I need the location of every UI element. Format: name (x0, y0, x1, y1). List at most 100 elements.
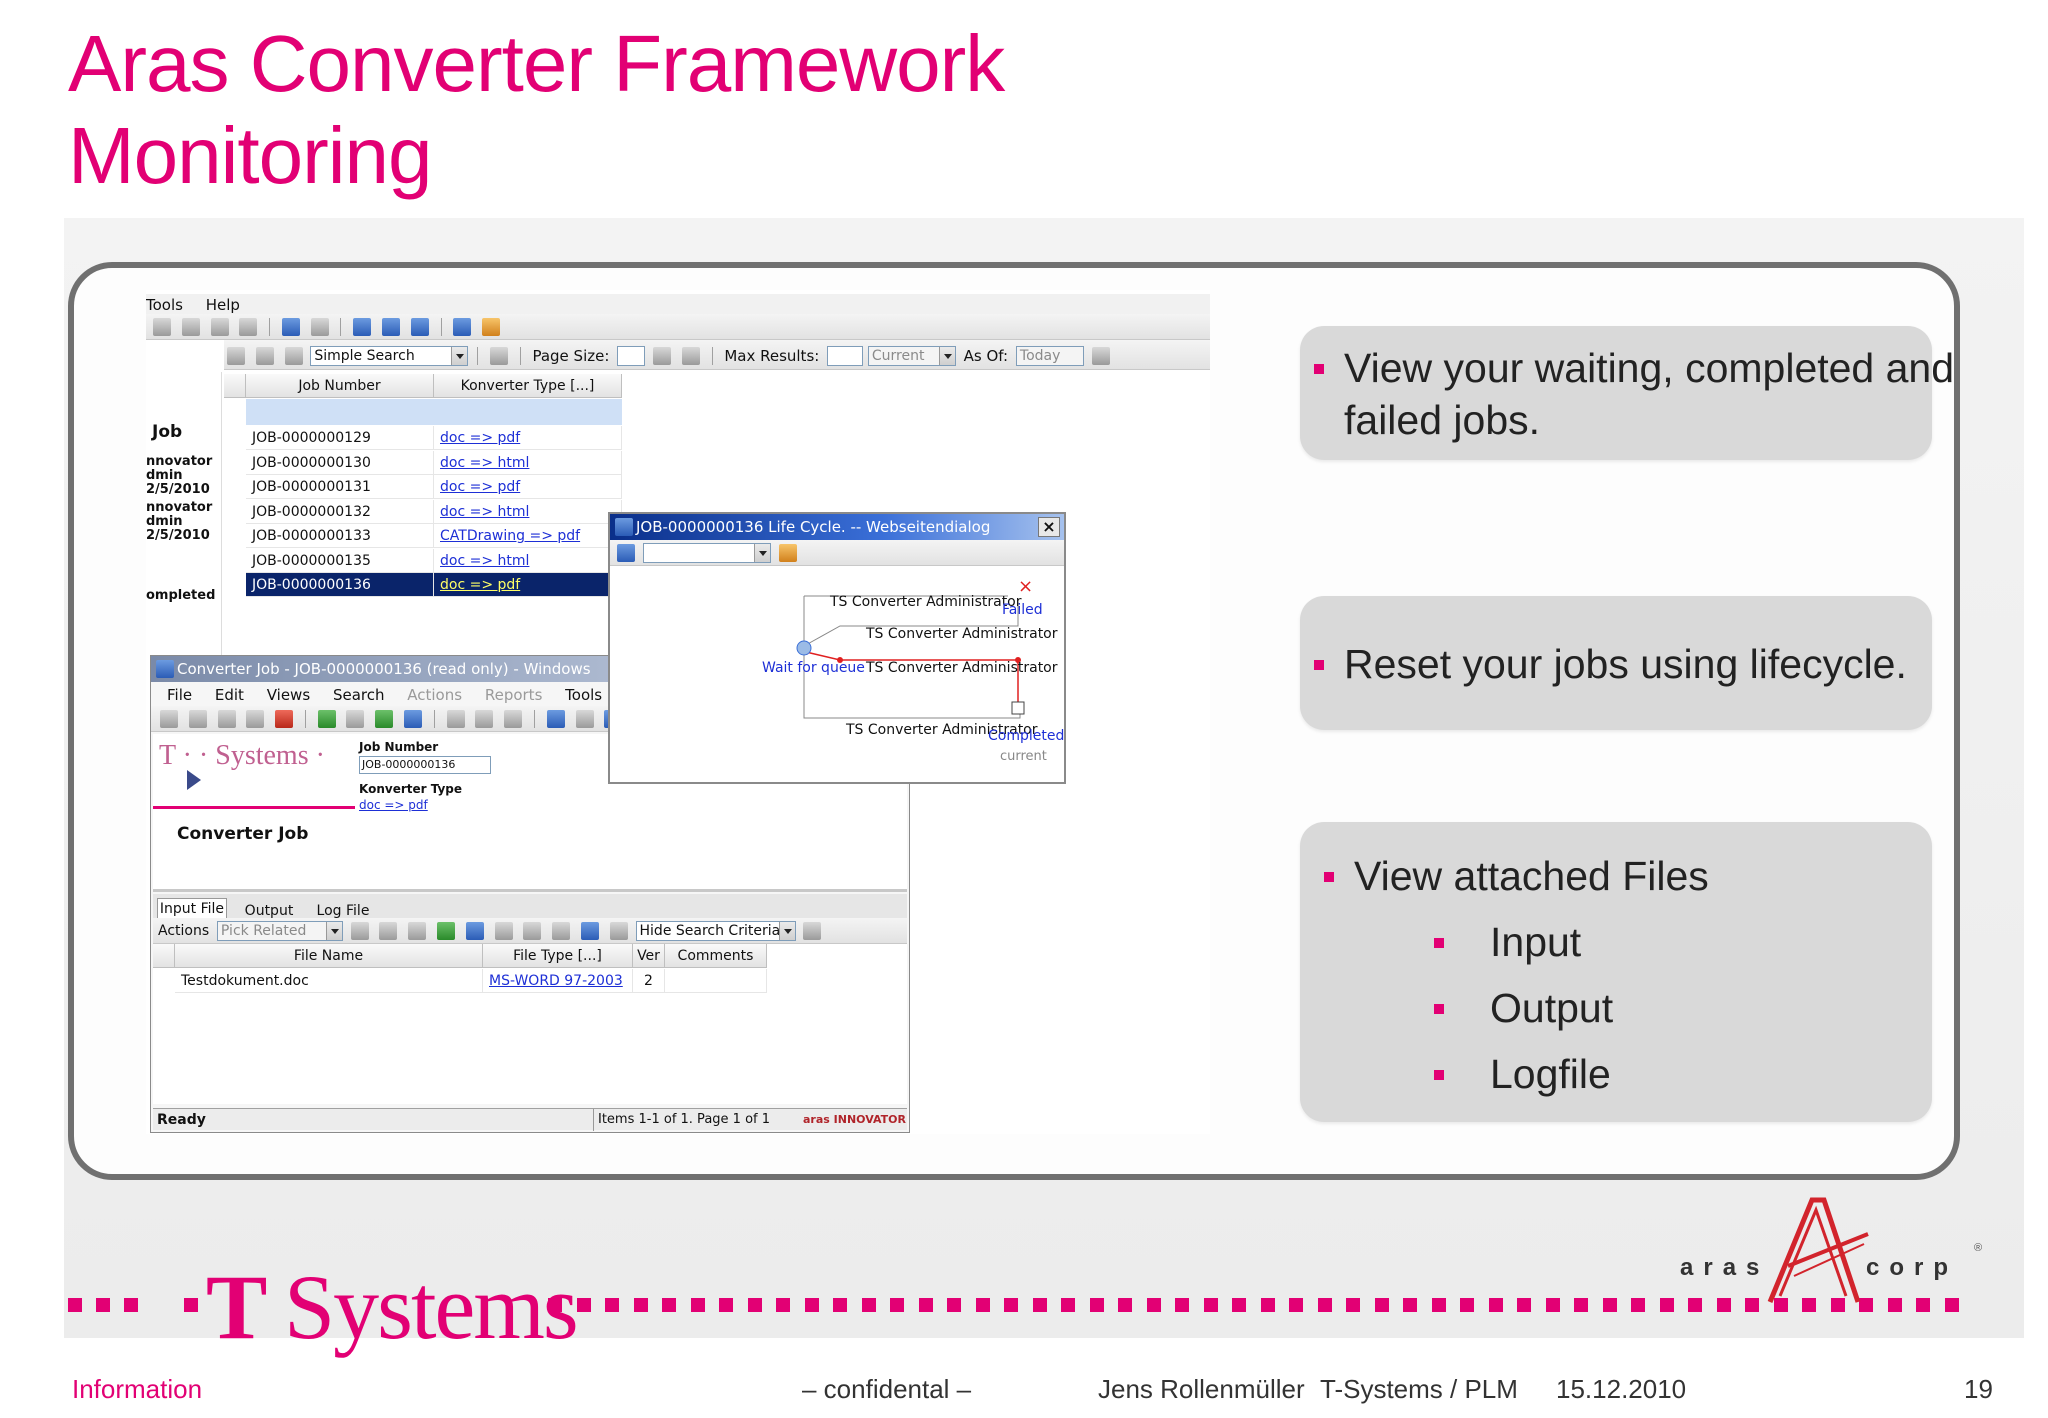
pick-related-select[interactable]: Pick Related (216, 921, 343, 941)
undo-icon[interactable] (504, 710, 523, 728)
clear-search-icon[interactable] (255, 347, 274, 365)
exit-icon[interactable] (482, 318, 501, 336)
menu-reports[interactable]: Reports (484, 686, 543, 704)
search-icon[interactable] (227, 347, 245, 365)
state-completed-label[interactable]: Completed (988, 728, 1064, 744)
state-wait-label[interactable]: Wait for queue (762, 660, 865, 676)
hide-search-select[interactable]: Hide Search Criteria (635, 921, 796, 941)
save-icon[interactable] (239, 318, 258, 336)
new-icon[interactable] (181, 318, 200, 336)
view-toggle-icon[interactable] (382, 318, 401, 336)
version-cell[interactable]: 2 (633, 969, 665, 993)
excel-icon[interactable] (437, 922, 456, 940)
column-header-job-number[interactable]: Job Number (246, 374, 434, 398)
word-icon[interactable] (465, 922, 484, 940)
table-row[interactable]: JOB-0000000136 doc => pdf (246, 573, 622, 597)
tab-log-file[interactable]: Log File (316, 903, 370, 918)
unlock-icon[interactable] (475, 710, 494, 728)
column-header-file-name[interactable]: File Name (175, 944, 483, 968)
as-of-input[interactable]: Today (1015, 346, 1084, 366)
file-name-cell[interactable]: Testdokument.doc (175, 969, 483, 993)
calendar-icon[interactable] (1091, 347, 1110, 365)
delete-icon[interactable] (275, 710, 294, 728)
print-icon[interactable] (310, 318, 329, 336)
state-failed-label[interactable]: Failed (1002, 602, 1043, 618)
max-results-input[interactable] (827, 346, 864, 366)
failed-state-icon[interactable]: × (1018, 576, 1033, 597)
version-select[interactable]: Current (867, 346, 956, 366)
promote-icon[interactable] (778, 544, 797, 562)
unlock-icon[interactable] (523, 922, 542, 940)
menu-help[interactable]: Help (205, 296, 240, 314)
completed-state-icon[interactable] (1011, 701, 1025, 715)
column-header-file-type[interactable]: File Type [...] (483, 944, 633, 968)
refresh-icon[interactable] (317, 710, 336, 728)
navigate-icon[interactable] (281, 318, 300, 336)
transition-select[interactable] (642, 543, 771, 563)
menu-search[interactable]: Search (332, 686, 385, 704)
view-toggle-2-icon[interactable] (410, 318, 429, 336)
konverter-type-link[interactable]: doc => pdf (440, 430, 521, 446)
print-icon[interactable] (346, 710, 365, 728)
search-criteria-row[interactable] (246, 399, 622, 425)
menu-tools[interactable]: Tools (565, 686, 603, 704)
job-number-cell[interactable]: JOB-0000000136 (246, 573, 434, 597)
page-size-input[interactable] (617, 346, 646, 366)
wait-state-icon[interactable] (796, 640, 812, 656)
comments-cell[interactable] (665, 969, 767, 993)
tab-input-file[interactable]: Input File (157, 898, 227, 918)
menu-tools[interactable]: Tools (146, 296, 183, 314)
table-row[interactable]: JOB-0000000129 doc => pdf (246, 426, 622, 450)
konverter-type-link[interactable]: doc => pdf (440, 479, 521, 495)
filter-icon[interactable] (489, 347, 508, 365)
job-number-field[interactable]: JOB-0000000136 (359, 756, 491, 774)
refresh-icon[interactable] (284, 347, 303, 365)
job-number-cell[interactable]: JOB-0000000133 (246, 524, 434, 548)
navigate-icon[interactable] (552, 922, 571, 940)
edit-icon[interactable] (210, 318, 229, 336)
menu-actions[interactable]: Actions (407, 686, 463, 704)
view-icon[interactable] (188, 710, 207, 728)
next-page-icon[interactable] (681, 347, 700, 365)
menu-file[interactable]: File (167, 686, 193, 704)
navigate-icon[interactable] (617, 544, 635, 562)
menu-views[interactable]: Views (266, 686, 311, 704)
column-header-comments[interactable]: Comments (665, 944, 767, 968)
konverter-type-link[interactable]: doc => html (440, 503, 530, 520)
menu-edit[interactable]: Edit (214, 686, 244, 704)
actions-menu[interactable]: Actions (158, 923, 210, 939)
lock-icon[interactable] (446, 710, 465, 728)
job-number-cell[interactable]: JOB-0000000135 (246, 548, 434, 573)
excel-icon[interactable] (375, 710, 394, 728)
table-row[interactable]: JOB-0000000130 doc => html (246, 450, 622, 475)
column-header-version[interactable]: Ver (633, 944, 665, 968)
job-number-cell[interactable]: JOB-0000000129 (246, 426, 434, 450)
column-header-konverter-type[interactable]: Konverter Type [...] (434, 374, 622, 398)
prev-page-icon[interactable] (652, 347, 671, 365)
word-icon[interactable] (404, 710, 423, 728)
konverter-type-link[interactable]: doc => html (440, 552, 530, 569)
search-mode-select[interactable]: Simple Search (310, 346, 469, 366)
new-icon[interactable] (160, 710, 178, 728)
structure-icon[interactable] (353, 318, 372, 336)
konverter-type-link[interactable]: doc => pdf (359, 798, 428, 812)
navigate-icon[interactable] (546, 710, 565, 728)
konverter-type-link[interactable]: doc => html (440, 454, 530, 471)
refresh-icon[interactable] (408, 922, 427, 940)
filter-icon[interactable] (803, 922, 822, 940)
search-icon[interactable] (575, 710, 594, 728)
tools-icon[interactable] (379, 922, 398, 940)
search-icon[interactable] (580, 922, 599, 940)
new-relationship-icon[interactable] (350, 922, 369, 940)
job-number-cell[interactable]: JOB-0000000130 (246, 450, 434, 475)
file-type-link[interactable]: MS-WORD 97-2003 (483, 969, 633, 993)
close-icon[interactable]: × (1038, 517, 1060, 537)
lock-icon[interactable] (494, 922, 513, 940)
lifecycle-title-bar[interactable]: JOB-0000000136 Life Cycle. -- Webseitend… (610, 514, 1064, 540)
help-icon[interactable] (453, 318, 472, 336)
konverter-type-link[interactable]: doc => pdf (440, 577, 521, 593)
clear-search-icon[interactable] (609, 922, 628, 940)
